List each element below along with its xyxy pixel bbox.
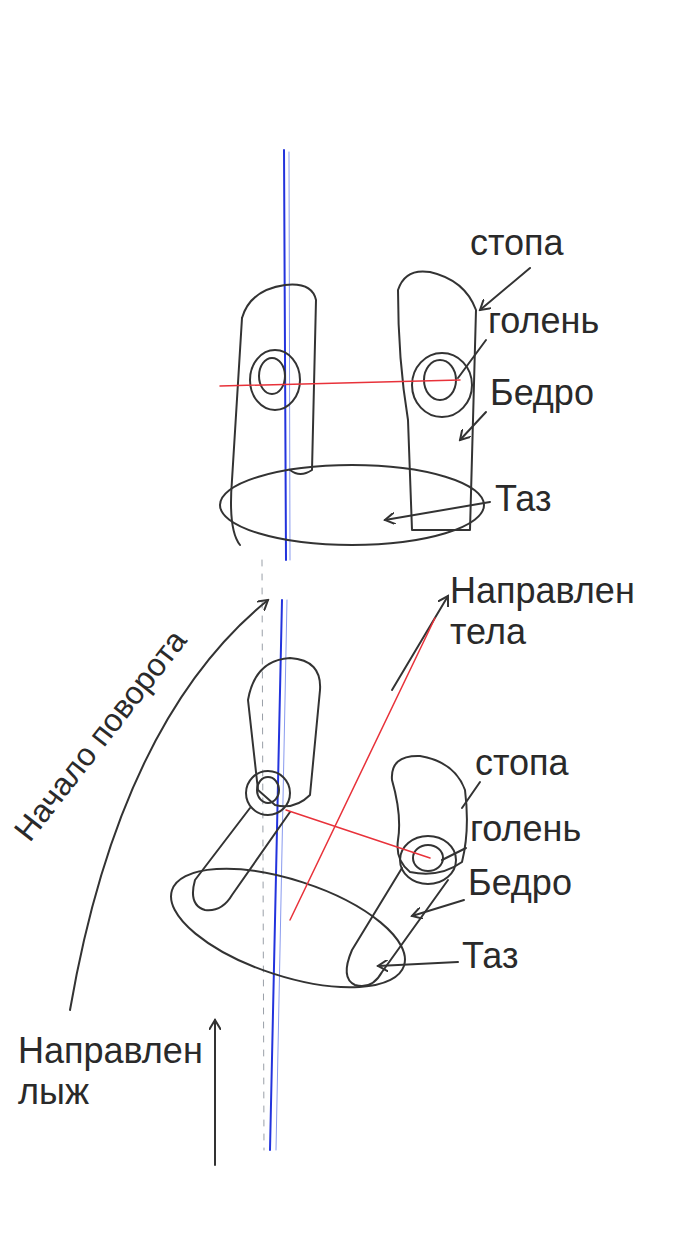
hand-label: Таз <box>495 478 552 519</box>
hand-label: голень <box>488 300 599 341</box>
hand-label: Направлен тела <box>450 570 675 653</box>
hand-label: Бедро <box>468 862 572 903</box>
hand-label: стопа <box>470 222 564 263</box>
hand-label: голень <box>470 808 581 849</box>
hand-label: Таз <box>462 935 519 976</box>
hand-label: Бедро <box>490 372 594 413</box>
hand-label: стопа <box>475 742 569 783</box>
hand-label: Начало поворота <box>6 622 193 847</box>
hand-label: Направлен лыж <box>18 1030 208 1113</box>
